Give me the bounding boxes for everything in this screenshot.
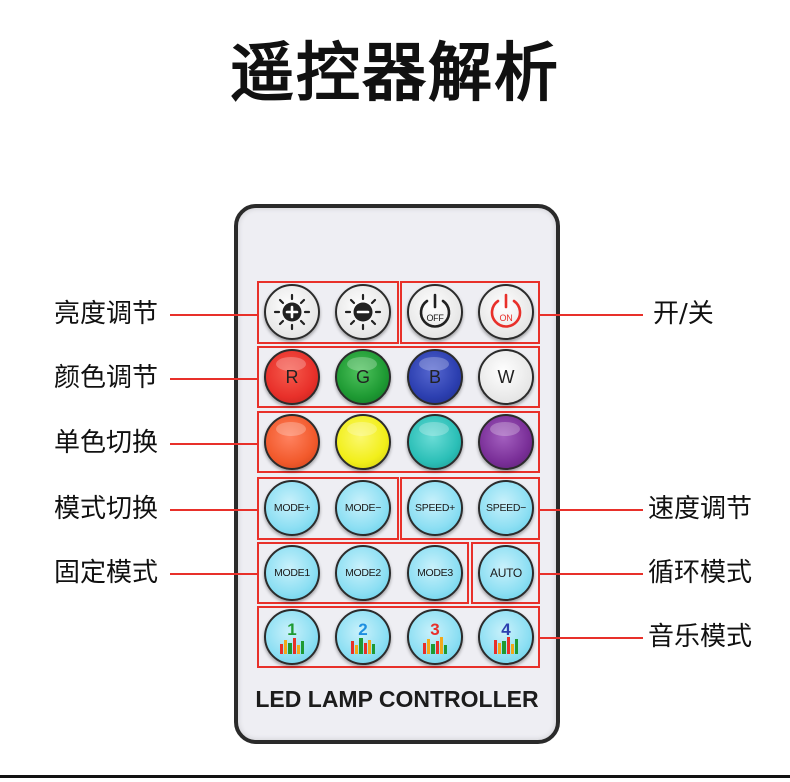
equalizer-icon [351, 636, 376, 654]
brand-text: LED LAMP CONTROLLER [255, 686, 539, 712]
teal-button[interactable] [407, 414, 463, 470]
leader-fixed-mode [170, 573, 258, 575]
blue-label: B [428, 366, 441, 387]
leader-mode-switch [170, 509, 258, 511]
speed-plus-label: SPEED+ [415, 502, 455, 514]
power-icon [419, 293, 451, 328]
label-fixed-mode: 固定模式 [54, 558, 159, 588]
power-group [400, 281, 540, 344]
leader-power [539, 314, 643, 316]
brightness-up-button[interactable] [264, 284, 320, 340]
blue-button[interactable]: B [407, 349, 463, 405]
green-button[interactable]: G [335, 349, 391, 405]
music1-label: 1 [287, 620, 297, 639]
label-color-adjust: 颜色调节 [54, 363, 159, 393]
on-label: ON [499, 313, 513, 323]
music4-button[interactable]: 4 [478, 609, 534, 665]
leader-speed [539, 509, 643, 511]
auto-label: AUTO [490, 566, 522, 580]
leader-brightness [170, 314, 258, 316]
purple-button[interactable] [478, 414, 534, 470]
music1-button[interactable]: 1 [264, 609, 320, 665]
label-music-mode: 音乐模式 [648, 622, 753, 652]
leader-single-color [170, 443, 258, 445]
leader-cycle [539, 573, 643, 575]
sun-minus-icon [344, 293, 382, 331]
red-label: R [285, 366, 299, 387]
label-speed-adjust: 速度调节 [648, 494, 753, 524]
white-button[interactable]: W [478, 349, 534, 405]
label-single-color: 单色切换 [54, 428, 159, 458]
mode-minus-button[interactable]: MODE− [335, 480, 391, 536]
equalizer-icon [280, 636, 305, 654]
mode3-button[interactable]: MODE3 [407, 545, 463, 601]
off-label: OFF [426, 313, 444, 323]
sun-plus-icon [273, 293, 311, 331]
red-button[interactable]: R [264, 349, 320, 405]
auto-button[interactable]: AUTO [478, 545, 534, 601]
mode1-label: MODE1 [274, 567, 310, 579]
mode-switch-group [257, 477, 399, 540]
speed-group [400, 477, 540, 540]
speed-minus-button[interactable]: SPEED− [478, 480, 534, 536]
bottom-divider [0, 775, 790, 778]
brightness-down-button[interactable] [335, 284, 391, 340]
page-title: 遥控器解析 [230, 37, 560, 111]
brightness-group [257, 281, 399, 344]
mode3-label: MODE3 [417, 567, 453, 579]
leader-music [539, 637, 643, 639]
orange-button[interactable] [264, 414, 320, 470]
label-mode-switch: 模式切换 [54, 494, 159, 524]
mode-plus-label: MODE+ [273, 502, 311, 514]
power-on-button[interactable]: ON [478, 284, 534, 340]
color-adjust-group [257, 346, 540, 408]
green-label: G [355, 366, 370, 387]
music2-label: 2 [358, 620, 368, 639]
music2-button[interactable]: 2 [335, 609, 391, 665]
music3-label: 3 [430, 620, 440, 639]
power-icon [490, 293, 522, 328]
equalizer-icon [423, 636, 448, 654]
white-label: W [497, 366, 515, 387]
label-power: 开/关 [653, 299, 714, 329]
yellow-button[interactable] [335, 414, 391, 470]
mode2-label: MODE2 [345, 567, 381, 579]
mode-minus-label: MODE− [344, 502, 382, 514]
speed-plus-button[interactable]: SPEED+ [407, 480, 463, 536]
fixed-mode-group [257, 542, 469, 604]
mode1-button[interactable]: MODE1 [264, 545, 320, 601]
equalizer-icon [494, 636, 519, 654]
label-brightness: 亮度调节 [54, 299, 159, 329]
mode2-button[interactable]: MODE2 [335, 545, 391, 601]
mode-plus-button[interactable]: MODE+ [264, 480, 320, 536]
speed-minus-label: SPEED− [486, 502, 526, 514]
music4-label: 4 [501, 620, 511, 639]
leader-color-adjust [170, 378, 258, 380]
label-cycle-mode: 循环模式 [648, 558, 753, 588]
power-off-button[interactable]: OFF [407, 284, 463, 340]
single-color-group [257, 411, 540, 473]
music3-button[interactable]: 3 [407, 609, 463, 665]
